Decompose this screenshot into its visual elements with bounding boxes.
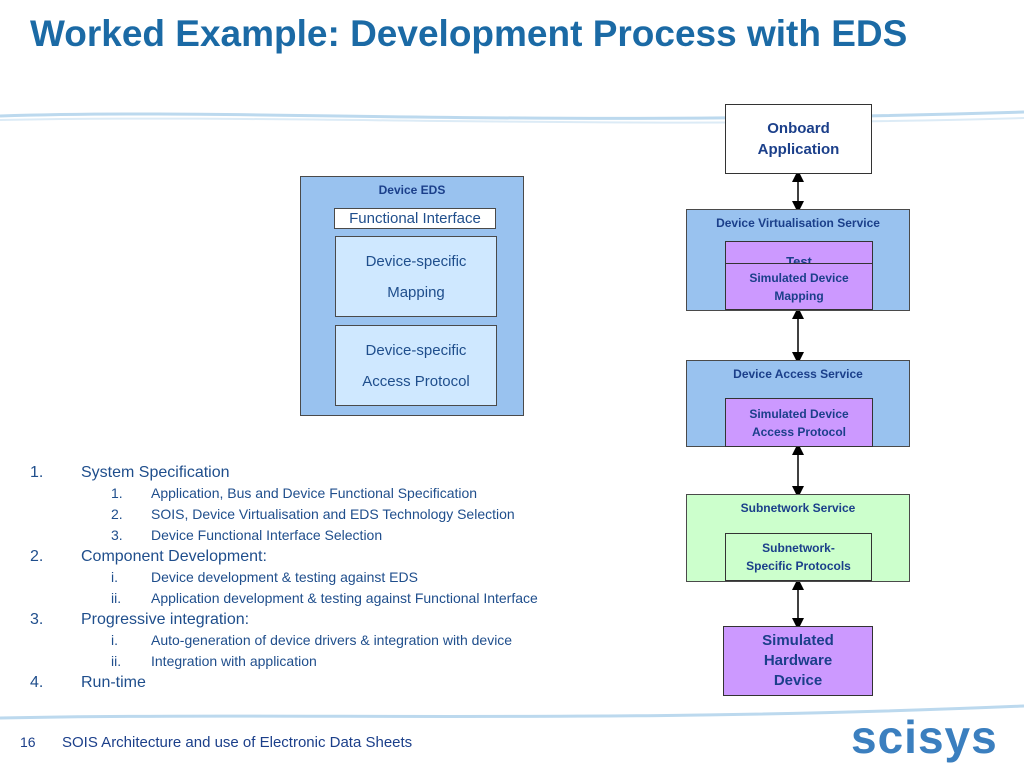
step-text: Component Development:	[81, 548, 267, 565]
simulated-hardware-device-box: Simulated Hardware Device	[723, 626, 873, 696]
simulated-device-access-protocol-box: Simulated Device Access Protocol	[725, 398, 873, 447]
simulated-device-mapping-box: Simulated Device Mapping	[725, 263, 873, 310]
device-specific-mapping-box: Device-specific Mapping	[335, 236, 497, 317]
substep-item: ii. Application development & testing aga…	[30, 588, 670, 609]
device-eds-title: Device EDS	[378, 183, 446, 197]
substep-item: 3. Device Functional Interface Selection	[30, 525, 670, 546]
hidden-test-box: Test	[725, 241, 873, 265]
step-number: 3.	[30, 611, 44, 628]
step-number: 2.	[30, 548, 44, 565]
step-text: Run-time	[81, 674, 146, 691]
substep-number: 1.	[111, 485, 123, 501]
step-number: 4.	[30, 674, 44, 691]
substep-text: Application, Bus and Device Functional S…	[151, 485, 478, 501]
step-item: 2. Component Development:	[30, 546, 670, 567]
substep-text: Device development & testing against EDS	[151, 569, 418, 585]
substep-number: i.	[111, 632, 118, 648]
page-number: 16	[20, 734, 36, 750]
step-text: Progressive integration:	[81, 611, 250, 628]
step-item: 4. Run-time	[30, 672, 670, 693]
page-title: Worked Example: Development Process with…	[30, 13, 908, 54]
device-access-service-title: Device Access Service	[733, 367, 863, 381]
substep-text: Auto-generation of device drivers & inte…	[151, 632, 513, 648]
step-item: 1. System Specification	[30, 462, 670, 483]
substep-number: 2.	[111, 506, 123, 522]
functional-interface-box: Functional Interface	[334, 208, 496, 229]
device-specific-access-protocol-box: Device-specific Access Protocol	[335, 325, 497, 406]
device-virtualisation-service-title: Device Virtualisation Service	[716, 216, 880, 230]
substep-number: ii.	[111, 653, 122, 669]
step-number: 1.	[30, 464, 44, 481]
scisys-logo: scisys	[851, 711, 998, 763]
subnetwork-service-title: Subnetwork Service	[740, 501, 856, 515]
substep-item: i. Device development & testing against E…	[30, 567, 670, 588]
substep-number: i.	[111, 569, 118, 585]
substep-item: ii. Integration with application	[30, 651, 670, 672]
substep-number: ii.	[111, 590, 122, 606]
substep-item: 1. Application, Bus and Device Functional…	[30, 483, 670, 504]
substep-text: Integration with application	[151, 653, 317, 669]
footer-text: SOIS Architecture and use of Electronic …	[62, 734, 413, 751]
subnetwork-specific-protocols-box: Subnetwork- Specific Protocols	[725, 533, 872, 581]
substep-text: Application development & testing agains…	[151, 590, 538, 606]
substep-number: 3.	[111, 527, 123, 543]
step-text: System Specification	[81, 464, 230, 481]
onboard-application-box: Onboard Application	[725, 104, 872, 174]
substep-text: Device Functional Interface Selection	[151, 527, 383, 543]
substep-item: 2. SOIS, Device Virtualisation and EDS Te…	[30, 504, 670, 525]
substep-text: SOIS, Device Virtualisation and EDS Tech…	[151, 506, 515, 522]
substep-item: i. Auto-generation of device drivers & in…	[30, 630, 670, 651]
footer-swoosh	[0, 704, 1024, 720]
step-item: 3. Progressive integration:	[30, 609, 670, 630]
process-steps-list: 1. System Specification 1. Application, Bu…	[30, 462, 670, 693]
